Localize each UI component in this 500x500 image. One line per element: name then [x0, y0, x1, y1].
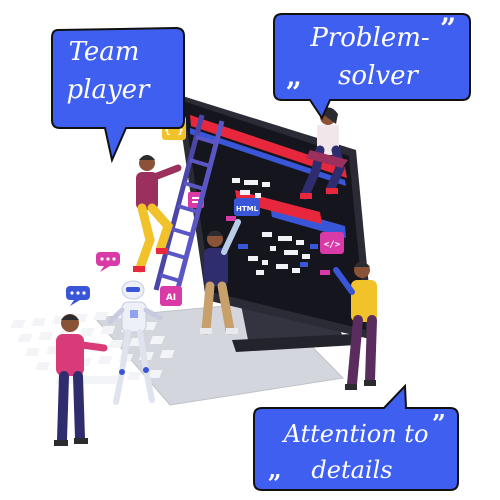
bubble-team-line2: player	[67, 75, 152, 105]
quote-close-icon: ”	[440, 12, 456, 45]
bubble-team-player: Team player	[51, 26, 185, 164]
person-bottom-left	[54, 314, 108, 446]
screen-content	[190, 115, 347, 275]
ai-badge: AI	[160, 286, 182, 306]
person-on-ladder	[133, 155, 182, 273]
quote-open-icon-2: „	[268, 455, 282, 484]
html-tag-icon: HTML	[234, 198, 260, 216]
person-on-monitor	[300, 107, 348, 200]
quote-open-icon: „	[286, 60, 302, 93]
chat-dots-icon-blue	[66, 286, 90, 306]
quote-close-icon-2: ”	[432, 409, 446, 438]
bubble-problem-solver: Problem- solver ” „	[273, 12, 471, 121]
bubble-attention-line1: Attention to	[282, 420, 429, 448]
ladder	[153, 114, 225, 297]
robot	[107, 280, 163, 405]
bubble-attention-line2: details	[311, 456, 392, 484]
person-center	[200, 219, 241, 335]
bubble-attention-to-details: Attention to details ” „	[253, 383, 459, 491]
bubble-problem-line2: solver	[338, 61, 419, 91]
svg-text:AI: AI	[166, 293, 176, 303]
bubble-team-line1: Team	[69, 37, 140, 67]
svg-text:</>: </>	[324, 240, 341, 250]
person-right	[333, 262, 377, 390]
svg-text:HTML: HTML	[236, 205, 259, 213]
chat-dots-icon-pink	[96, 252, 120, 272]
code-slash-tag-icon: </>	[320, 232, 344, 254]
bubble-problem-line1: Problem-	[309, 23, 429, 53]
